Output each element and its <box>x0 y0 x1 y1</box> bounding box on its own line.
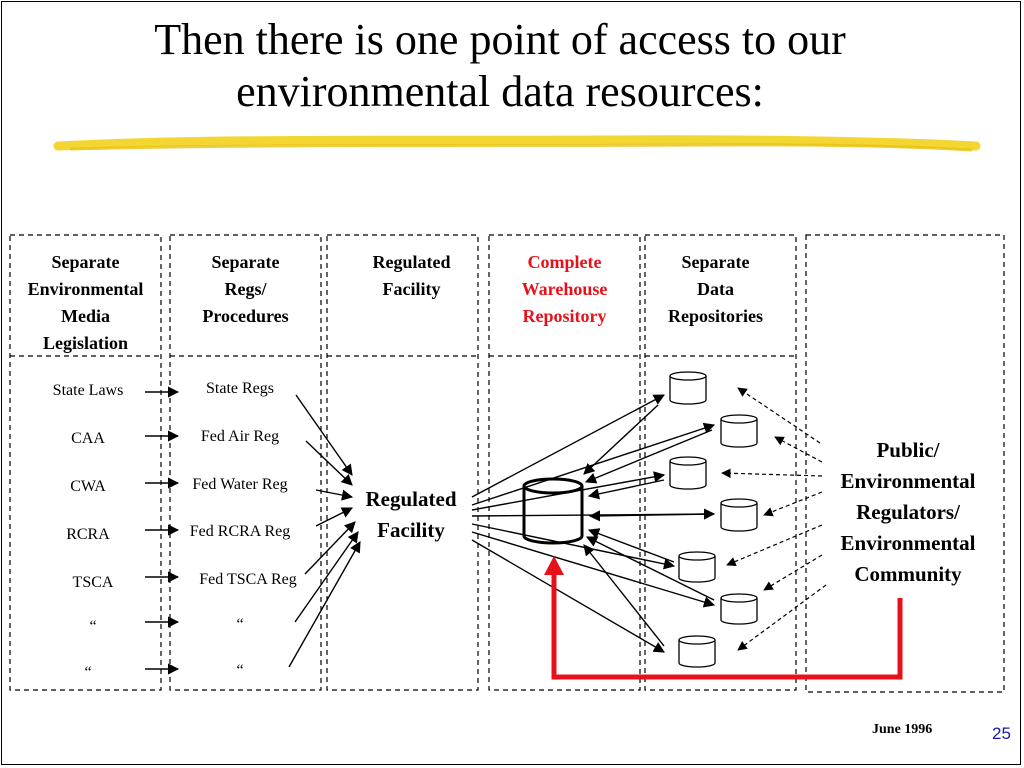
warehouse-column-box <box>488 234 641 691</box>
legislation-item: CAA <box>71 430 105 447</box>
slide-title: Then there is one point of access to our… <box>40 14 960 118</box>
repositories-to-warehouse-arrows <box>583 404 715 647</box>
regs-item: Fed RCRA Reg <box>189 523 291 540</box>
legislation-item: RCRA <box>66 526 110 543</box>
repository-cylinder-icon <box>720 414 758 448</box>
public-to-repositories-arrows <box>721 387 827 651</box>
warehouse-cylinder-icon <box>522 477 584 545</box>
repositories-column-box <box>644 234 797 691</box>
regs-item: “ <box>236 616 244 633</box>
legislation-item: “ <box>89 618 97 635</box>
regulated-facility-label: Regulated Facility <box>365 487 457 542</box>
legislation-column-box <box>9 234 162 691</box>
regs-item: State Regs <box>206 380 274 397</box>
legislation-item: CWA <box>70 478 106 495</box>
title-line-2: environmental data resources: <box>236 67 764 116</box>
repositories-column-header: Separate Data Repositories <box>668 252 763 326</box>
repository-cylinder-icon <box>669 456 707 490</box>
regs-column-header: Separate Regs/ Procedures <box>202 252 289 326</box>
repository-cylinder-icon <box>678 635 716 668</box>
facility-column-header: Regulated Facility <box>372 252 451 299</box>
regs-item: Fed Water Reg <box>192 476 288 493</box>
legislation-item: “ <box>84 664 92 681</box>
repository-cylinder-icon <box>669 371 707 405</box>
regs-column-box <box>169 234 322 691</box>
page-number: 25 <box>992 724 1011 743</box>
public-regulators-community-label: Public/ Environmental Regulators/ Enviro… <box>840 438 976 586</box>
facility-to-repositories-arrows <box>471 394 716 653</box>
legislation-column-header: Separate Environmental Media Legislation <box>27 252 144 353</box>
repository-cylinder-icon <box>720 498 758 532</box>
regs-to-facility-arrows <box>288 394 361 668</box>
feedback-red-arrow <box>544 556 903 680</box>
regs-item: “ <box>236 662 244 679</box>
repository-cylinder-icon <box>720 593 758 625</box>
repository-cylinders <box>669 371 758 668</box>
title-underline-highlight <box>53 135 981 152</box>
facility-column-box <box>326 234 479 691</box>
title-line-1: Then there is one point of access to our <box>154 15 846 64</box>
legislation-item: TSCA <box>72 574 114 591</box>
legislation-to-regs-arrows <box>145 386 180 675</box>
public-column-box <box>805 234 1005 693</box>
warehouse-column-header: Complete Warehouse Repository <box>521 252 608 326</box>
regs-item: Fed Air Reg <box>200 428 280 445</box>
slide-date: June 1996 <box>872 722 933 737</box>
column-boxes <box>9 234 1005 693</box>
regs-item: Fed TSCA Reg <box>199 571 297 588</box>
legislation-item: State Laws <box>52 382 124 399</box>
repository-cylinder-icon <box>678 551 716 583</box>
